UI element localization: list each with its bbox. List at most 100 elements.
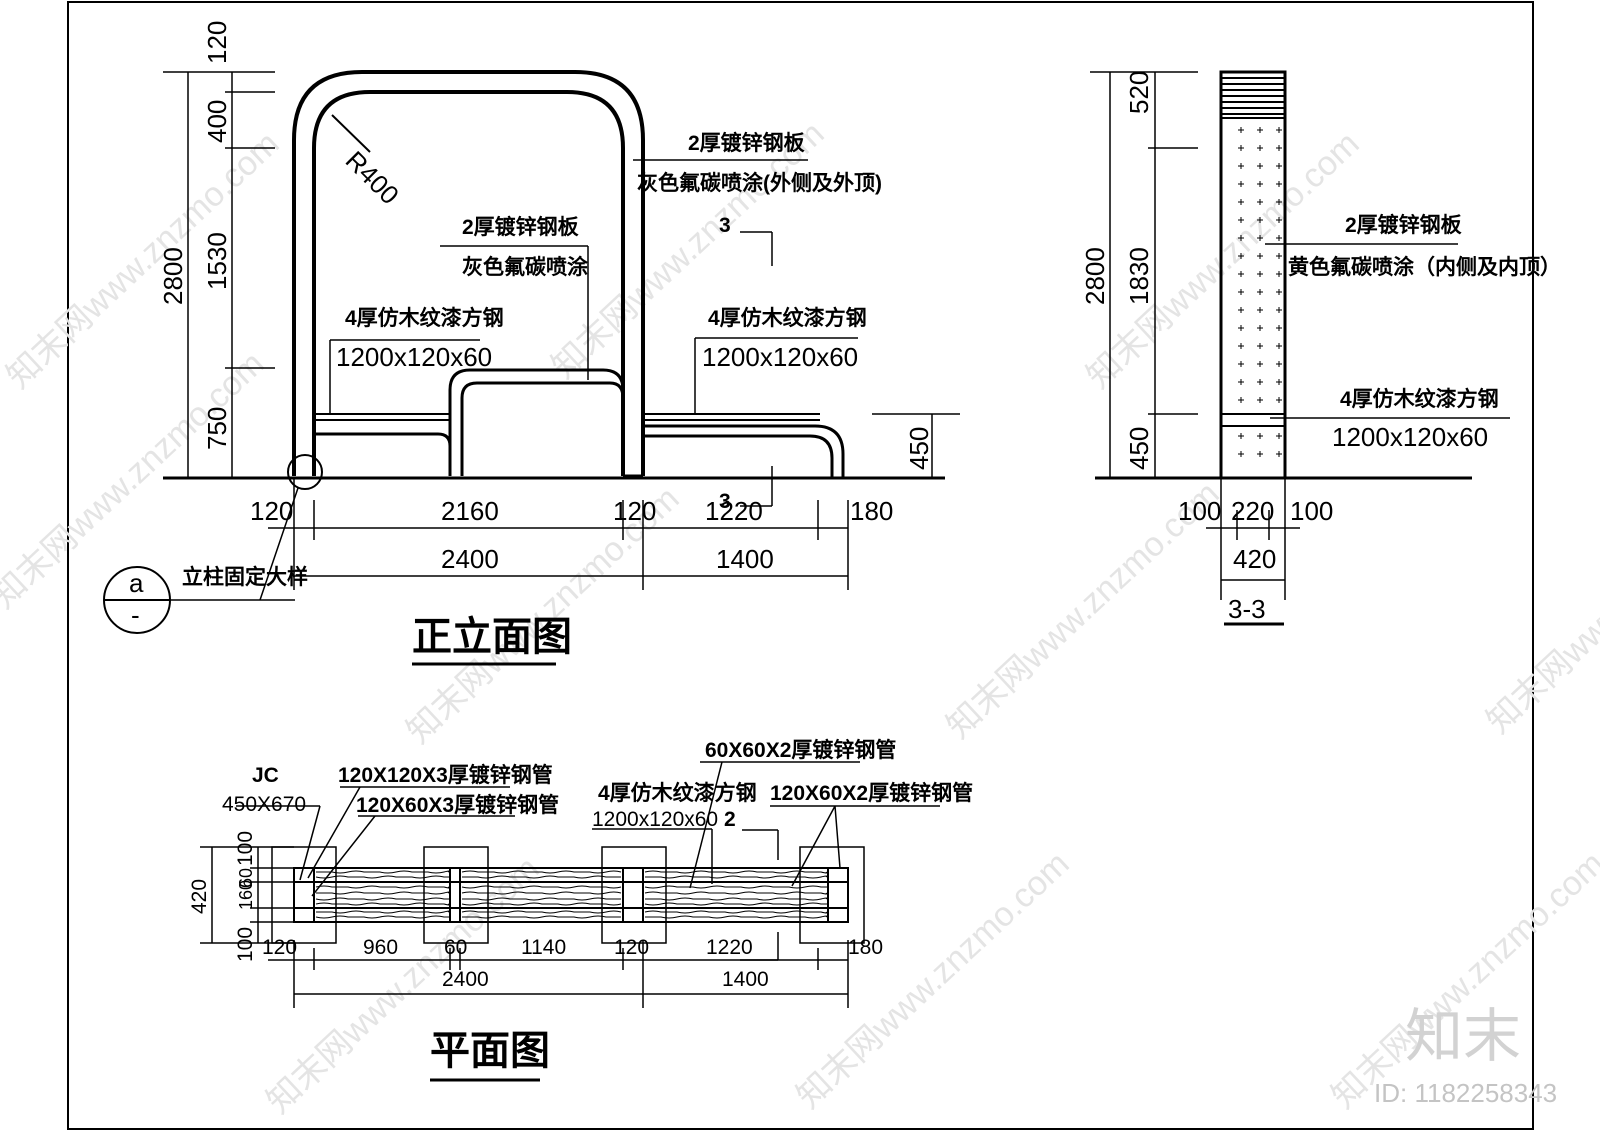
wood-grain-stroke xyxy=(644,891,828,895)
bench-frame-left xyxy=(314,432,452,447)
section-hdim-text: 100 xyxy=(1290,496,1333,526)
plan-bench-body xyxy=(293,867,849,923)
plan-leader xyxy=(299,805,321,881)
seat-height-text: 450 xyxy=(904,427,934,470)
wood-grain-stroke xyxy=(461,870,622,874)
bench-frame-right-inner xyxy=(643,434,834,478)
wood-grain-stroke xyxy=(315,875,450,879)
note-wood-left-b: 1200x120x60 xyxy=(336,342,492,372)
section-vdim-text: 2800 xyxy=(1080,247,1110,305)
vdim-text: 120 xyxy=(202,21,232,64)
section-mark-bottom: 3 xyxy=(719,490,731,513)
inner-panel-inner xyxy=(460,381,625,476)
wood-grain xyxy=(315,870,828,919)
plan-htotal-text: 1400 xyxy=(722,968,769,991)
id-watermark: ID: 1182258343 xyxy=(1374,1078,1557,1108)
wood-grain-stroke xyxy=(315,885,450,889)
note-panel-b: 灰色氟碳喷涂 xyxy=(462,255,589,279)
wood-grain-stroke xyxy=(315,902,450,906)
plan-htotal-text: 2400 xyxy=(442,968,489,991)
section-note-b: 黄色氟碳喷涂（内侧及内顶） xyxy=(1288,255,1561,279)
hdim-total: 1400 xyxy=(716,544,774,574)
wood-grain-stroke xyxy=(644,902,828,906)
watermark-text: 知末网www.znzmo.com xyxy=(1325,845,1600,1116)
plan-view xyxy=(271,846,865,944)
inner-panel xyxy=(448,368,625,476)
plan-vtotal-text: 420 xyxy=(188,879,211,914)
plan-post xyxy=(449,867,461,923)
plan-hdim-text: 60 xyxy=(444,936,467,959)
plan-jc-a: JC xyxy=(252,764,279,787)
plan-section-mark: 2 xyxy=(724,808,736,831)
plan-leader xyxy=(307,786,361,879)
note-roof-a: 2厚镀锌钢板 xyxy=(688,131,806,155)
vdim-text: 750 xyxy=(202,407,232,450)
vdim-text: 2800 xyxy=(158,247,188,305)
arch-inner xyxy=(312,90,625,476)
plan-wood-b: 1200x120x60 xyxy=(592,808,718,831)
wood-grain-stroke xyxy=(315,897,450,901)
wood-grain-stroke xyxy=(461,902,622,906)
plan-vdim-text: 100 xyxy=(234,831,257,866)
note-roof-b: 灰色氟碳喷涂(外侧及外顶) xyxy=(637,171,882,195)
detail-letter: a xyxy=(129,568,144,598)
front-elevation-text: 120 400 1530 750 2800 R400 2厚镀锌钢板 灰色氟碳喷涂… xyxy=(129,21,934,659)
watermark-text: 知末网www.znzmo.com xyxy=(1480,470,1600,741)
plan-post xyxy=(622,867,644,923)
vdim-text: 400 xyxy=(202,100,232,143)
hdim-text: 120 xyxy=(250,496,293,526)
footing-jc xyxy=(423,846,489,944)
front-elevation-title: 正立面图 xyxy=(412,615,572,659)
plan-leader xyxy=(834,805,841,869)
footing-jc xyxy=(601,846,667,944)
plan-vdim-text: 160 xyxy=(236,880,256,910)
section-fill-hatch xyxy=(1238,127,1282,457)
wood-grain-stroke xyxy=(461,875,621,879)
detail-leader xyxy=(259,487,299,601)
section-hdim-text: 220 xyxy=(1231,496,1274,526)
section-vdim-text: 450 xyxy=(1124,427,1154,470)
wood-grain-stroke xyxy=(315,891,450,895)
plan-leader xyxy=(689,761,723,889)
wood-grain-stroke xyxy=(645,897,828,901)
hdim-text: 1220 xyxy=(705,496,763,526)
section-wood-a: 4厚仿木纹漆方钢 xyxy=(1340,387,1499,411)
plan-title: 平面图 xyxy=(430,1029,550,1073)
wood-grain-stroke xyxy=(315,915,450,919)
section-hdim-text: 100 xyxy=(1178,496,1221,526)
vdim-text: 1530 xyxy=(202,232,232,290)
plan-hdim-text: 1220 xyxy=(706,936,753,959)
plan-leader xyxy=(791,805,836,887)
wood-grain-stroke xyxy=(644,910,828,914)
section-note-a: 2厚镀锌钢板 xyxy=(1345,213,1463,237)
wood-grain-stroke xyxy=(645,915,828,919)
note-panel-a: 2厚镀锌钢板 xyxy=(462,215,580,239)
plan-post xyxy=(293,867,315,923)
section-wood-b: 1200x120x60 xyxy=(1332,422,1488,452)
bench-frame-right xyxy=(643,424,845,478)
wood-grain-stroke xyxy=(462,915,621,919)
plan-hdim-text: 1140 xyxy=(521,936,566,959)
section-title: 3-3 xyxy=(1228,594,1266,624)
detail-sheet: - xyxy=(131,600,140,630)
plan-pipe1: 120X120X3厚镀锌钢管 xyxy=(338,763,553,787)
detail-circle xyxy=(287,454,323,490)
footing-jc xyxy=(271,846,337,944)
note-wood-right-b: 1200x120x60 xyxy=(702,342,858,372)
plan-pipe4: 120X60X2厚镀锌钢管 xyxy=(770,781,973,805)
wood-grain-stroke xyxy=(316,910,450,914)
hdim-text: 180 xyxy=(850,496,893,526)
wood-grain-stroke xyxy=(316,870,450,874)
radius-leader xyxy=(331,114,371,153)
section-3-3-text: 520 1830 450 2800 2厚镀锌钢板 黄色氟碳喷涂（内侧及内顶） 4… xyxy=(1080,71,1561,624)
wood-grain-stroke xyxy=(644,870,828,874)
section-mark: 3 xyxy=(719,214,731,237)
plan-pipe3: 60X60X2厚镀锌钢管 xyxy=(705,738,896,762)
wood-grain-stroke xyxy=(644,875,828,879)
note-wood-left-a: 4厚仿木纹漆方钢 xyxy=(345,306,504,330)
plan-hdim-text: 120 xyxy=(262,936,297,959)
plan-vdim-text: 60 xyxy=(236,868,256,888)
section-body xyxy=(1219,70,1287,480)
arch-outer xyxy=(292,70,645,476)
plan-hdim-text: 180 xyxy=(848,936,883,959)
